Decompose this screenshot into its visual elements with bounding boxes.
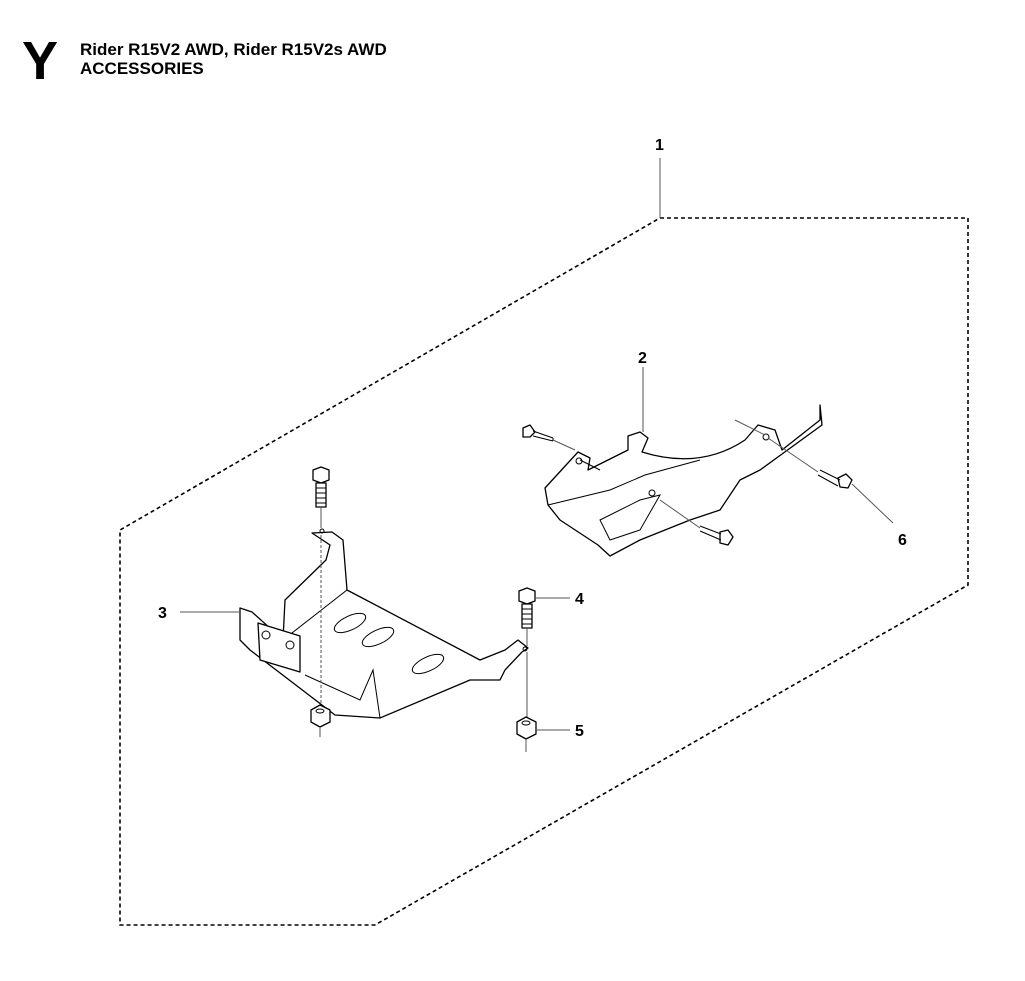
bolt-6 bbox=[734, 419, 853, 489]
model-line: Rider R15V2 AWD, Rider R15V2s AWD bbox=[80, 40, 387, 59]
callout-6: 6 bbox=[898, 532, 907, 549]
diagram-title: Rider R15V2 AWD, Rider R15V2s AWD ACCESS… bbox=[80, 40, 387, 78]
kit-dashed-outline bbox=[119, 217, 969, 926]
bolt-lower-middle bbox=[659, 499, 734, 546]
callout-5: 5 bbox=[575, 723, 584, 740]
front-guard-plate[interactable] bbox=[239, 528, 529, 719]
rear-guard-plate[interactable] bbox=[544, 404, 823, 557]
section-letter: Y bbox=[22, 31, 59, 91]
bolt-4 bbox=[518, 587, 536, 717]
lock-nut-left bbox=[310, 704, 331, 737]
bolt-upper bbox=[312, 466, 330, 705]
group-title: ACCESSORIES bbox=[80, 59, 204, 78]
bolt-upper-left bbox=[522, 424, 576, 451]
leader-6 bbox=[851, 483, 894, 524]
callout-1: 1 bbox=[655, 137, 664, 154]
callout-4: 4 bbox=[575, 591, 584, 608]
lock-nut-5 bbox=[516, 716, 537, 752]
callout-3: 3 bbox=[158, 605, 167, 622]
callout-2: 2 bbox=[638, 350, 647, 367]
